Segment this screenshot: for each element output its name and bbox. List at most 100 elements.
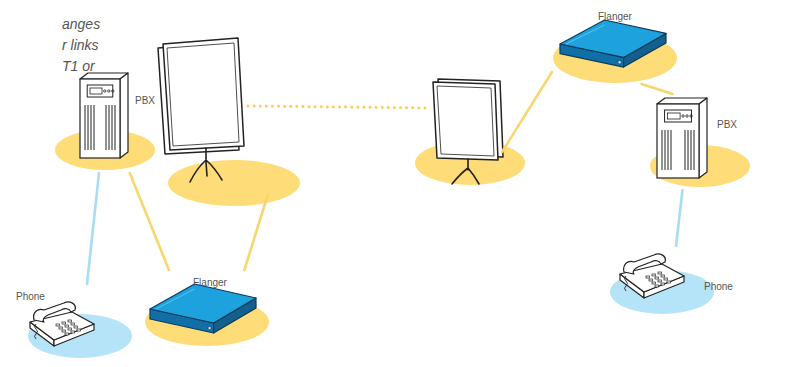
pbx-vent [688,130,689,170]
pbx-vent [88,105,89,150]
phone-key [74,326,78,328]
phone-cord [625,276,628,291]
flanger-led [208,326,211,329]
device-label-holder: PBX [717,114,737,132]
node-shape [645,94,770,190]
phone-handset [624,254,666,274]
phone-key [62,330,66,332]
antenna-mount [190,148,222,182]
pbx-vent [109,105,110,150]
pbx-vent [665,130,666,170]
link-line [130,173,169,270]
antenna-ground [168,160,300,206]
phone-handset [34,302,76,322]
device-label: Phone [16,291,45,302]
pbx-vent [85,105,86,150]
caption-note: anges r links T1 or [62,16,100,74]
pbx-vent [662,130,663,170]
flanger-led [618,61,621,64]
phone-key [652,274,656,276]
phone-node: Phone [12,284,137,362]
link-line [244,72,552,270]
phone-key [68,320,72,322]
pbx-knob [112,90,114,92]
device-picture [150,284,256,333]
flanger-seam [156,289,195,309]
pbx-screen [90,88,102,94]
pbx-side [120,73,128,158]
pbx-vent [685,130,686,170]
pbx-display [665,110,692,122]
phone-key [655,277,659,279]
phone-key [71,331,75,333]
pbx-knob [682,115,684,117]
pbx-side [699,98,707,178]
flanger-top [150,284,256,323]
pbx-front [657,104,699,178]
ground-ellipse [610,270,714,314]
flanger-seam [566,25,605,44]
pbx-screen [668,113,681,119]
device-label: PBX [717,119,737,130]
device-label-holder: Phone [704,276,733,294]
radio-link [248,106,428,108]
phone-key [652,282,656,284]
antenna-panel [433,82,498,160]
pbx-vent [115,105,116,150]
pbx-node: PBX [645,94,770,190]
link-line [676,190,683,246]
phone-key [658,280,662,282]
phone-key [71,323,75,325]
device-label-holder: PBX [135,90,155,108]
phone-key [658,272,662,274]
phone-key [65,325,69,327]
phone-key [68,328,72,330]
antenna-panel-rim [437,86,494,156]
device-picture [80,73,128,158]
pbx-front [80,79,120,158]
device-label-holder: Flanger [598,6,632,24]
device-label: Flanger [193,277,227,288]
phone-key [56,324,60,326]
phone-key [661,283,665,285]
phone-key [59,327,63,329]
pbx-display [87,85,113,97]
phone-key [65,333,69,335]
pbx-vent [691,130,692,170]
device-label-holder: Phone [16,286,45,304]
device-picture [620,254,684,298]
phone-key [655,285,659,287]
flanger-node: Flanger [143,270,273,348]
pbx-vent [668,130,669,170]
pbx-vent [106,105,107,150]
device-picture [560,20,666,67]
antenna-panel [163,38,244,150]
phone-key [77,329,81,331]
device-label-holder: Flanger [193,272,227,290]
device-label: Phone [704,281,733,292]
phone-key [646,276,650,278]
pbx-knob [690,115,692,117]
pbx-vent [694,130,695,170]
note-holder: anges r links T1 or [62,14,108,77]
flanger-node: Flanger [552,4,680,84]
phone-key [649,279,653,281]
phone-node: Phone [606,246,746,318]
device-label: Flanger [598,11,632,22]
pbx-knob [686,115,688,117]
pbx-vent [112,105,113,150]
phone-key [661,275,665,277]
device-picture [30,302,94,346]
antenna-mount [452,159,479,184]
link-line [642,84,673,94]
antenna-panel-rim [167,43,239,146]
pbx-vent [671,130,672,170]
pbx-node: PBX [55,68,165,173]
link-line [87,173,99,284]
phone-key [667,281,671,283]
device-label: PBX [135,95,155,106]
phone-key [664,278,668,280]
flanger-top [560,20,666,57]
